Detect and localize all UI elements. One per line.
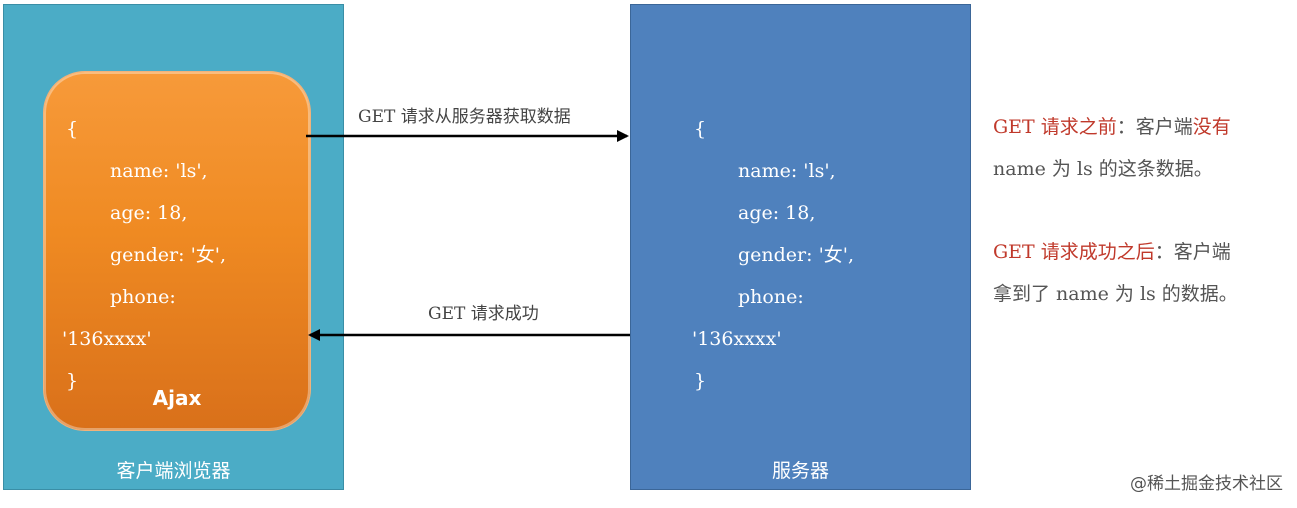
code-line-name: name: 'ls',: [738, 160, 836, 182]
note-after-line1: GET 请求成功之后：客户端: [993, 231, 1231, 273]
note-before-gray: ：客户端: [1116, 116, 1193, 138]
code-line-open: {: [66, 118, 79, 140]
note-before-red1: GET 请求之前: [993, 116, 1117, 138]
note-after-gray: ：客户端: [1154, 241, 1231, 263]
ajax-box: Ajax: [43, 71, 311, 431]
code-line-phone-value: '136xxxx': [62, 328, 152, 350]
ajax-label: Ajax: [152, 386, 202, 410]
code-line-close: }: [694, 370, 707, 392]
note-after-red: GET 请求成功之后: [993, 241, 1155, 263]
response-arrow-label: GET 请求成功: [428, 304, 539, 324]
note-after-line2: 拿到了 name 为 ls 的数据。: [993, 283, 1238, 305]
code-line-phone: phone:: [738, 286, 804, 308]
server-panel: 服务器: [630, 4, 971, 490]
client-browser-panel: Ajax 客户端浏览器: [3, 4, 344, 490]
note-before-line2: name 为 ls 的这条数据。: [993, 158, 1213, 180]
code-line-phone-value: '136xxxx': [692, 328, 782, 350]
client-data-code: { name: 'ls', age: 18, gender: '女', phone: '1…: [26, 108, 226, 402]
code-line-phone: phone:: [110, 286, 176, 308]
code-line-open: {: [694, 118, 707, 140]
request-arrow-label: GET 请求从服务器获取数据: [358, 107, 571, 127]
server-data-code: { name: 'ls', age: 18, gender: '女', phone: '1…: [692, 108, 854, 402]
code-line-gender: gender: '女',: [110, 244, 227, 266]
client-panel-label: 客户端浏览器: [116, 460, 231, 482]
note-before-line1: GET 请求之前：客户端没有: [993, 106, 1231, 148]
code-line-gender: gender: '女',: [738, 244, 855, 266]
code-line-close: }: [66, 370, 79, 392]
code-line-name: name: 'ls',: [110, 160, 208, 182]
code-line-age: age: 18,: [110, 202, 188, 224]
server-panel-label: 服务器: [771, 460, 829, 482]
code-line-age: age: 18,: [738, 202, 816, 224]
watermark: @稀土掘金技术社区: [1130, 474, 1283, 494]
note-before-red2: 没有: [1192, 116, 1231, 138]
